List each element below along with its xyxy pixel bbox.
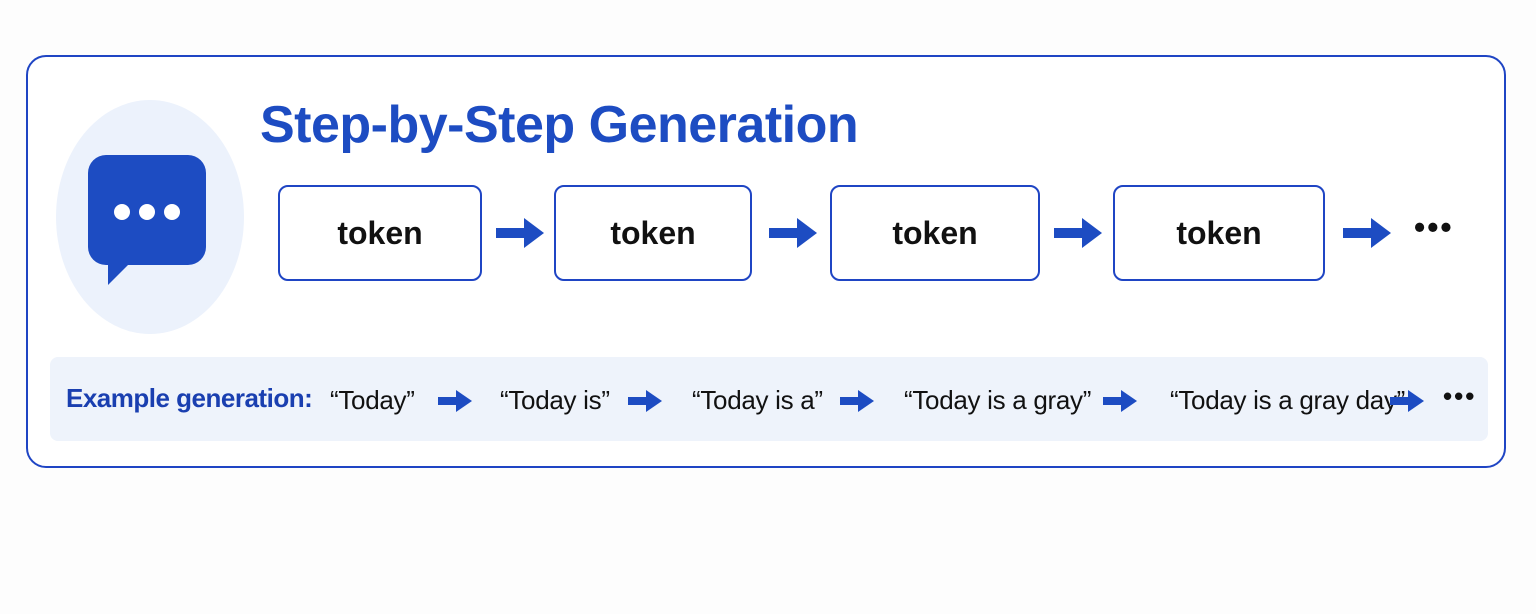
- token-box: token: [278, 185, 482, 281]
- example-step: “Today is a gray”: [904, 385, 1092, 415]
- diagram-card: Step-by-Step Generation token token toke…: [26, 55, 1506, 468]
- chat-bubble-icon: [88, 155, 206, 285]
- right-arrow-icon: [628, 390, 662, 412]
- right-arrow-icon: [840, 390, 874, 412]
- right-arrow-icon: [438, 390, 472, 412]
- diagram-title: Step-by-Step Generation: [260, 96, 859, 154]
- example-generation-band: Example generation: “Today” “Today is” “…: [50, 357, 1488, 441]
- right-arrow-icon: [1103, 390, 1137, 412]
- example-step: “Today is”: [500, 385, 610, 415]
- example-continuation-ellipsis: •••: [1443, 381, 1477, 411]
- token-box: token: [1113, 185, 1325, 281]
- right-arrow-icon: [1390, 390, 1424, 412]
- example-step: “Today”: [330, 385, 415, 415]
- right-arrow-icon: [1054, 218, 1102, 248]
- right-arrow-icon: [769, 218, 817, 248]
- token-continuation-ellipsis: •••: [1414, 209, 1454, 245]
- right-arrow-icon: [496, 218, 544, 248]
- example-step: “Today is a”: [692, 385, 823, 415]
- example-label: Example generation:: [66, 383, 313, 413]
- token-box: token: [554, 185, 752, 281]
- example-step: “Today is a gray day”: [1170, 385, 1406, 415]
- right-arrow-icon: [1343, 218, 1391, 248]
- token-box: token: [830, 185, 1040, 281]
